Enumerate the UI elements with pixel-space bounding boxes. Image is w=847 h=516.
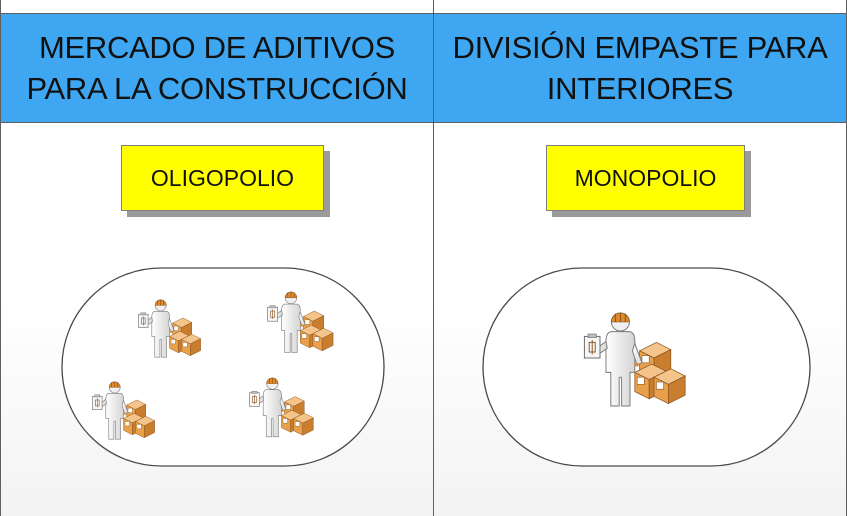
column-monopoly: DIVISIÓN EMPASTE PARA INTERIORES MONOPOL… bbox=[434, 0, 847, 516]
column-header-text: DIVISIÓN EMPASTE PARA INTERIORES bbox=[452, 30, 828, 106]
column-oligopoly: MERCADO DE ADITIVOS PARA LA CONSTRUCCIÓN… bbox=[0, 0, 434, 516]
market-type-label: MONOPOLIO bbox=[546, 145, 745, 211]
market-ellipse-group bbox=[61, 267, 385, 467]
market-type-label-text: MONOPOLIO bbox=[574, 164, 717, 191]
column-header: MERCADO DE ADITIVOS PARA LA CONSTRUCCIÓN bbox=[1, 13, 433, 123]
column-header-text: MERCADO DE ADITIVOS PARA LA CONSTRUCCIÓN bbox=[26, 30, 408, 106]
market-ellipse-group bbox=[482, 267, 811, 467]
market-type-label: OLIGOPOLIO bbox=[121, 145, 324, 211]
market-type-label-text: OLIGOPOLIO bbox=[150, 164, 295, 191]
column-header: DIVISIÓN EMPASTE PARA INTERIORES bbox=[434, 13, 846, 123]
